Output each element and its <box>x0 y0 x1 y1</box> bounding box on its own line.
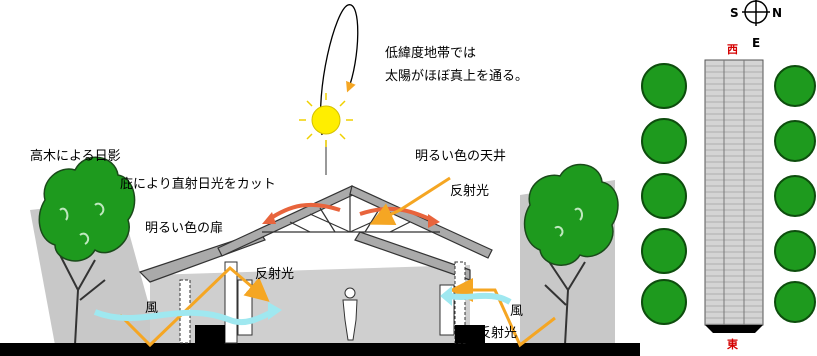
plan-west-label: 西 <box>727 43 738 56</box>
plan-tree <box>641 63 687 109</box>
plan-tree <box>774 120 816 162</box>
eaves-cut-label: 庇により直射日光をカット <box>120 176 276 192</box>
wind-arrow-left <box>93 309 274 326</box>
plan-tree <box>641 228 687 274</box>
compass-icon <box>742 0 770 26</box>
plan-east-label: 東 <box>727 337 739 351</box>
reflect-left-label: 反射光 <box>255 266 294 282</box>
compass-east: E <box>752 36 760 50</box>
ground-slab <box>0 343 640 356</box>
plan-tree <box>774 281 816 323</box>
bright-door-label: 明るい色の扉 <box>145 220 223 236</box>
reflect-top-label: 反射光 <box>450 183 489 199</box>
reflect-line-right <box>449 278 556 348</box>
left-tree <box>30 156 160 346</box>
plan-building <box>704 59 764 326</box>
reflect-line-top <box>369 176 451 226</box>
plan-tree <box>641 279 687 325</box>
sun-path-label-line1: 低緯度地帯では <box>385 45 476 61</box>
wind-left-label: 風 <box>145 301 158 316</box>
wind-right-label: 風 <box>510 304 523 319</box>
plan-tree <box>641 173 687 219</box>
person-icon <box>342 287 358 341</box>
left-tree-crown <box>38 156 136 262</box>
sun-icon <box>299 93 353 175</box>
plan-tree <box>774 175 816 217</box>
left-door <box>237 279 253 336</box>
plan-view: S N E 西 東 <box>641 0 816 351</box>
sun-path-arrow <box>319 4 359 136</box>
compass-south: S <box>730 6 739 20</box>
reflect-bottom-label: 反射光 <box>478 325 517 341</box>
tall-trees-label: 高木による日影 <box>30 148 121 164</box>
compass-north: N <box>772 6 782 20</box>
reflect-line-left <box>118 265 270 348</box>
wind-arrow-right <box>449 292 512 305</box>
plan-tree <box>774 230 816 272</box>
sun-path-label-line2: 太陽がほぼ真上を通る。 <box>385 69 528 84</box>
hot-air-arrow-left <box>266 202 341 222</box>
right-tree-crown <box>523 163 619 266</box>
bright-ceiling-label: 明るい色の天井 <box>415 148 506 164</box>
building-section <box>138 185 493 344</box>
plan-tree <box>641 118 687 164</box>
plan-tree <box>774 65 816 107</box>
right-tree <box>520 163 619 346</box>
